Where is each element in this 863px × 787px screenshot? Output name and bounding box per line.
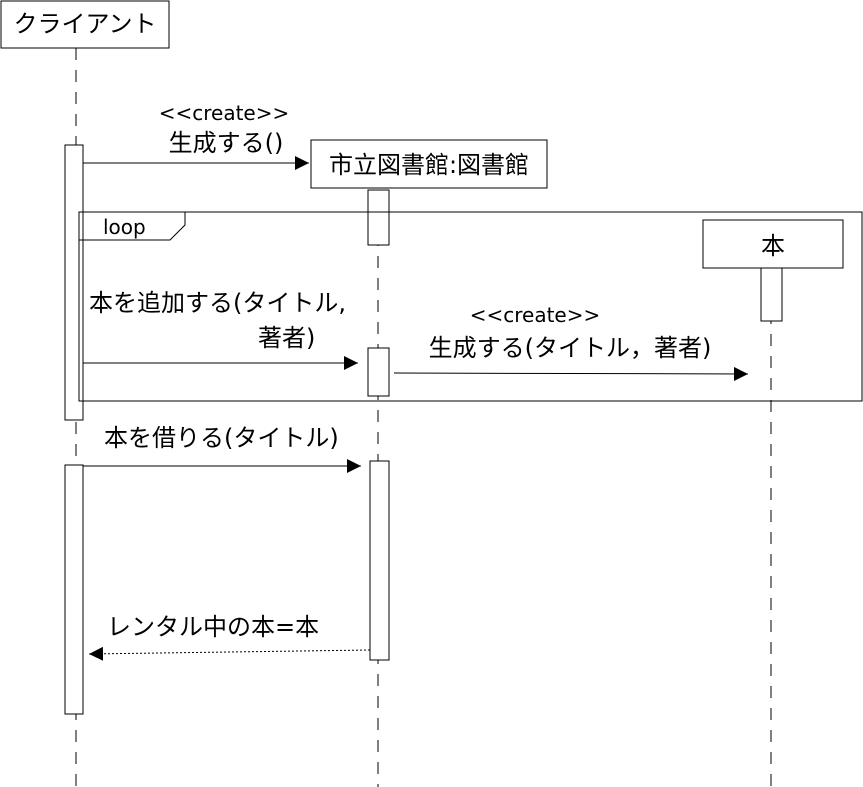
message-create-book: <<create>> 生成する(タイトル，著者) (393, 303, 749, 381)
library-activation-3 (369, 460, 390, 661)
message-return-book: レンタル中の本=本 (88, 613, 371, 661)
library-participant-label: 市立図書館:図書館 (329, 151, 529, 179)
library-activation-2 (367, 347, 390, 397)
create-library-stereotype: <<create>> (159, 101, 290, 125)
return-book-label: レンタル中の本=本 (107, 613, 319, 641)
client-participant[interactable]: クライアント (0, 0, 170, 49)
return-book-arrow (88, 646, 371, 661)
create-book-arrow (393, 366, 749, 381)
borrow-book-label: 本を借りる(タイトル) (104, 424, 339, 452)
book-participant[interactable]: 本 (702, 219, 844, 269)
library-activation-1 (367, 189, 390, 246)
book-activation (760, 267, 783, 322)
library-participant[interactable]: 市立図書館:図書館 (310, 139, 548, 189)
loop-fragment-label: loop (103, 215, 146, 239)
loop-fragment: loop (78, 211, 863, 402)
client-activation-2 (64, 464, 84, 715)
message-borrow-book: 本を借りる(タイトル) (83, 424, 361, 473)
book-participant-label: 本 (761, 232, 785, 260)
client-activation-1 (64, 144, 84, 421)
create-book-stereotype: <<create>> (470, 303, 601, 327)
message-add-book: 本を追加する(タイトル, 著者) (83, 289, 358, 370)
add-book-label-line2: 著者) (258, 324, 315, 352)
client-participant-label: クライアント (13, 10, 156, 38)
create-library-label: 生成する() (169, 129, 284, 157)
add-book-label-line1: 本を追加する(タイトル, (89, 289, 346, 317)
message-create-library: <<create>> 生成する() (83, 101, 309, 170)
create-book-label: 生成する(タイトル，著者) (429, 334, 712, 362)
